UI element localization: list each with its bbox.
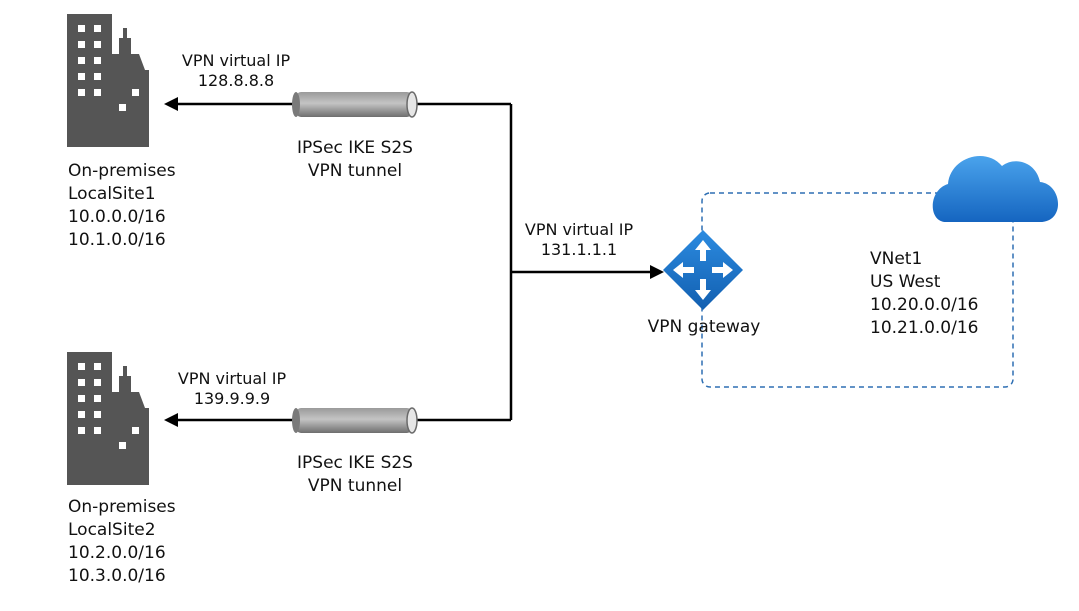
site1-vip-title: VPN virtual IP bbox=[181, 51, 291, 70]
arrowhead-icon bbox=[164, 413, 178, 427]
arrowhead-icon bbox=[164, 97, 178, 111]
site1-tunnel-line1: IPSec IKE S2S bbox=[297, 138, 413, 158]
office-building-icon bbox=[67, 14, 149, 147]
site1-prefix1: 10.0.0.0/16 bbox=[68, 207, 166, 227]
cloud-icon bbox=[932, 155, 1059, 222]
site2-name-line1: On-premises bbox=[68, 497, 176, 517]
site2-vip-label: VPN virtual IP 139.9.9.9 bbox=[178, 369, 286, 409]
site2-name-line2: LocalSite2 bbox=[68, 520, 156, 540]
site1-tunnel-label: IPSec IKE S2S VPN tunnel bbox=[297, 137, 413, 183]
site2-tunnel-line1: IPSec IKE S2S bbox=[297, 453, 413, 473]
site2-vip-title: VPN virtual IP bbox=[177, 369, 287, 388]
gateway-vip-address: 131.1.1.1 bbox=[540, 240, 618, 259]
site1-tunnel-line2: VPN tunnel bbox=[307, 161, 403, 181]
arrowhead-icon bbox=[650, 265, 664, 279]
gateway-vip-label: VPN virtual IP 131.1.1.1 bbox=[525, 220, 633, 260]
site2-prefix2: 10.3.0.0/16 bbox=[68, 566, 166, 586]
vpn-tunnel-icon bbox=[292, 91, 418, 118]
site1-name-line1: On-premises bbox=[68, 161, 176, 181]
vpn-gateway-icon bbox=[663, 230, 743, 310]
site1-name-line2: LocalSite1 bbox=[68, 184, 156, 204]
vnet-region: US West bbox=[870, 272, 941, 292]
vnet-name: VNet1 bbox=[870, 249, 923, 269]
site2-tunnel-line2: VPN tunnel bbox=[307, 476, 403, 496]
gateway-name: VPN gateway bbox=[647, 317, 761, 337]
site1-details: On-premises LocalSite1 10.0.0.0/16 10.1.… bbox=[68, 160, 176, 252]
site2-vip-address: 139.9.9.9 bbox=[193, 389, 271, 408]
office-building-icon bbox=[67, 352, 149, 485]
site1-vip-address: 128.8.8.8 bbox=[197, 71, 275, 90]
vnet-details: VNet1 US West 10.20.0.0/16 10.21.0.0/16 bbox=[870, 248, 978, 340]
site2-details: On-premises LocalSite2 10.2.0.0/16 10.3.… bbox=[68, 496, 176, 588]
site1-prefix2: 10.1.0.0/16 bbox=[68, 230, 166, 250]
site2-prefix1: 10.2.0.0/16 bbox=[68, 543, 166, 563]
gateway-vip-title: VPN virtual IP bbox=[524, 220, 634, 239]
site1-vip-label: VPN virtual IP 128.8.8.8 bbox=[182, 51, 290, 91]
connector-lines bbox=[168, 102, 650, 422]
vnet-prefix2: 10.21.0.0/16 bbox=[870, 318, 979, 338]
vnet-prefix1: 10.20.0.0/16 bbox=[870, 295, 979, 315]
vpn-tunnel-icon bbox=[292, 407, 418, 434]
site2-tunnel-label: IPSec IKE S2S VPN tunnel bbox=[297, 452, 413, 498]
